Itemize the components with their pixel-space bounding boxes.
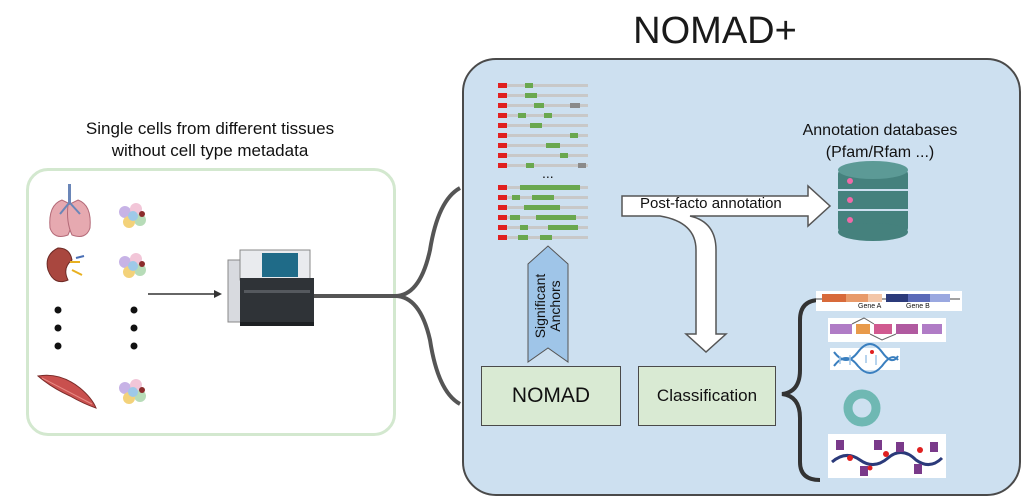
protein-domain-icon: [828, 434, 946, 478]
cells-caption-line2: without cell type metadata: [111, 141, 309, 160]
read-group-top: [498, 83, 588, 168]
anchors-line1: Significant: [532, 273, 548, 339]
reads-ellipsis: ...: [542, 165, 554, 181]
significant-anchors-label: Significant Anchors: [520, 268, 580, 344]
left-ellipsis-dots: [54, 306, 138, 350]
circular-rna-icon: [843, 389, 881, 427]
sequencer-icon: [227, 249, 314, 326]
nomad-box: NOMAD: [481, 366, 621, 426]
gene-track-icon: [816, 291, 962, 311]
annotation-databases-caption: Annotation databases (Pfam/Rfam ...): [770, 120, 990, 164]
cells-caption-line1: Single cells from different tissues: [85, 119, 335, 138]
gene-b-label: Gene B: [906, 303, 930, 310]
sequencing-reads: [498, 83, 588, 240]
classification-bracket: [781, 298, 821, 482]
significant-anchors-arrow: [527, 245, 569, 363]
gene-a-label: Gene A: [858, 303, 882, 310]
post-facto-label: Post-facto annotation: [640, 195, 782, 212]
lung-icon: [49, 184, 91, 237]
sequencer-to-nomad-connector: [314, 186, 462, 406]
annotation-db-line1: Annotation databases: [802, 122, 958, 139]
anchors-line2: Anchors: [547, 280, 563, 332]
splicing-icon: [828, 317, 946, 342]
diagram-title: NOMAD+: [633, 10, 797, 52]
post-facto-annotation-arrow: [621, 184, 832, 354]
database-icon: [838, 161, 908, 241]
read-group-bottom: [498, 185, 588, 240]
muscle-icon: [36, 374, 97, 409]
cells-to-sequencer-arrow: [148, 290, 222, 298]
cell-cluster-icon: [119, 203, 146, 404]
cells-caption: Single cells from different tissues with…: [40, 118, 380, 162]
annotation-db-line2: (Pfam/Rfam ...): [825, 144, 935, 161]
dna-icon: [830, 343, 900, 374]
kidney-icon: [46, 247, 85, 283]
classification-box: Classification: [638, 366, 776, 426]
